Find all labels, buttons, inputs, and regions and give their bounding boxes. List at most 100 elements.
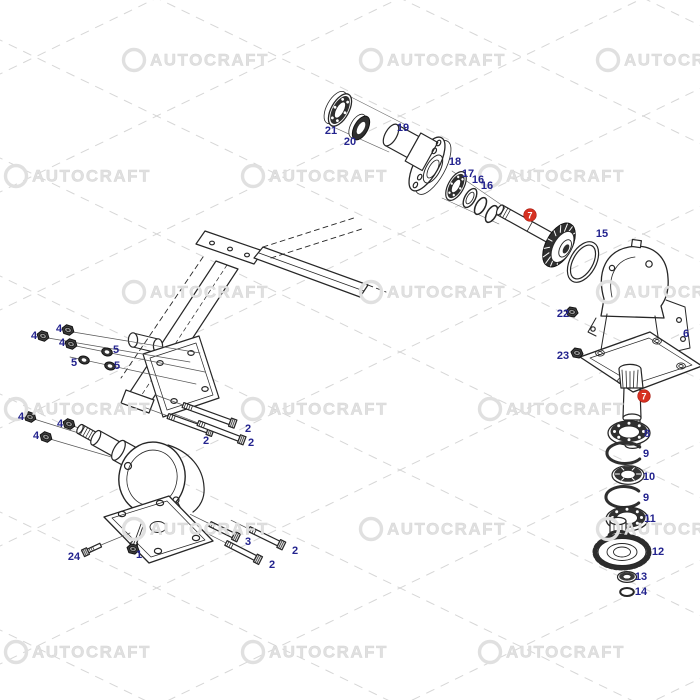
watermark-text: AUTOCRAFT — [150, 283, 269, 302]
diagram-line-art — [22, 91, 700, 597]
watermark: AUTOCRAFT — [477, 639, 625, 665]
watermark-text: AUTOCRAFT — [32, 400, 151, 419]
part-number-label: 14 — [635, 586, 648, 598]
part-number-label: 17 — [462, 168, 474, 180]
part-number-label: 4 — [57, 418, 64, 430]
ring-14-drawing — [619, 587, 635, 597]
part-number-label: 24 — [68, 551, 81, 563]
watermark-ring-icon — [240, 639, 266, 665]
lattice-line — [654, 677, 700, 700]
lattice-line — [0, 0, 641, 311]
bolts-2-upper-drawing — [143, 394, 247, 446]
watermark: AUTOCRAFT — [358, 516, 506, 542]
watermark: AUTOCRAFT — [121, 47, 269, 73]
watermark: AUTOCRAFT — [595, 279, 700, 305]
part-number-label: 21 — [325, 125, 337, 137]
part-number-label: 11 — [644, 513, 656, 525]
watermark-text: AUTOCRAFT — [624, 283, 700, 302]
watermark: AUTOCRAFT — [595, 47, 700, 73]
watermark-text: AUTOCRAFT — [506, 167, 625, 186]
watermark-text: AUTOCRAFT — [624, 51, 700, 70]
lattice-line — [0, 0, 154, 75]
watermark-text: AUTOCRAFT — [32, 167, 151, 186]
part-number-label: 3 — [245, 536, 251, 548]
crown-gear-drawing — [542, 222, 576, 268]
part-number-label: 5 — [113, 344, 119, 356]
bearing-18-drawing — [445, 171, 467, 201]
lattice-line — [0, 323, 700, 665]
watermark-ring-icon — [595, 47, 621, 73]
part-number-label: 2 — [245, 423, 251, 435]
part-number-label: 5 — [114, 360, 120, 372]
mounting-bracket-drawing — [142, 335, 220, 418]
part-number-label: 22 — [557, 308, 569, 320]
part-number-label: 4 — [59, 337, 66, 349]
part-number-label: 4 — [33, 430, 40, 442]
part-number-label: 18 — [449, 156, 461, 168]
watermark: AUTOCRAFT — [595, 516, 700, 542]
part-number-label: 19 — [397, 122, 409, 134]
watermark-ring-icon — [477, 396, 503, 422]
watermark-text: AUTOCRAFT — [387, 520, 506, 539]
snap-ring-9b-drawing — [604, 485, 641, 509]
watermark: AUTOCRAFT — [240, 639, 388, 665]
watermark-ring-icon — [121, 279, 147, 305]
part-number-label: 2 — [203, 435, 209, 447]
watermark-text: AUTOCRAFT — [624, 520, 700, 539]
part-number-label: 20 — [344, 136, 356, 148]
watermark-text: AUTOCRAFT — [506, 643, 625, 662]
red-part-marker: 7 — [523, 208, 537, 222]
watermark-text: AUTOCRAFT — [150, 520, 269, 539]
watermark-text: AUTOCRAFT — [387, 51, 506, 70]
watermark: AUTOCRAFT — [477, 396, 625, 422]
bolts-lower-drawing — [189, 514, 287, 566]
bearing-housing-19-drawing — [382, 123, 452, 195]
watermark-ring-icon — [3, 163, 29, 189]
watermark-text: AUTOCRAFT — [269, 643, 388, 662]
watermark-ring-icon — [358, 47, 384, 73]
part-number-label: 12 — [652, 546, 664, 558]
part-number-label: 13 — [635, 571, 647, 583]
washer-13-drawing — [616, 570, 638, 583]
watermark-ring-icon — [121, 47, 147, 73]
seal-ring-20-drawing — [348, 113, 371, 141]
part-number-label: 8 — [644, 428, 650, 440]
part-number-label: 16 — [472, 174, 484, 186]
watermark-text: AUTOCRAFT — [387, 283, 506, 302]
lattice-line — [0, 511, 389, 700]
watermark: AUTOCRAFT — [121, 516, 269, 542]
part-number-label: 6 — [683, 328, 689, 340]
watermark-ring-icon — [3, 639, 29, 665]
watermark-ring-icon — [358, 279, 384, 305]
watermark-text: AUTOCRAFT — [269, 400, 388, 419]
red-marker-circle-icon — [637, 389, 651, 403]
watermark-text: AUTOCRAFT — [506, 400, 625, 419]
part-number-label: 9 — [643, 448, 649, 460]
part-number-label: 2 — [292, 545, 298, 557]
watermark-text: AUTOCRAFT — [32, 643, 151, 662]
watermark: AUTOCRAFT — [358, 47, 506, 73]
part-number-label: 4 — [56, 323, 63, 335]
watermark-text: AUTOCRAFT — [269, 167, 388, 186]
part-number-label: 9 — [643, 492, 649, 504]
red-marker-number: 7 — [641, 392, 646, 402]
watermark: AUTOCRAFT — [3, 639, 151, 665]
watermark-ring-icon — [358, 516, 384, 542]
part-number-label: 5 — [71, 357, 77, 369]
part-labels-layer: 2120191817161615222368910911121314444555… — [18, 122, 689, 598]
watermark: AUTOCRAFT — [477, 163, 625, 189]
watermark-text: AUTOCRAFT — [150, 51, 269, 70]
part-number-label: 10 — [643, 471, 655, 483]
red-marker-circle-icon — [523, 208, 537, 222]
watermark: AUTOCRAFT — [358, 279, 506, 305]
bearing-21-drawing — [323, 91, 353, 127]
lattice-line — [646, 0, 700, 27]
watermark-ring-icon — [240, 163, 266, 189]
watermark: AUTOCRAFT — [3, 396, 151, 422]
watermark-layer: AUTOCRAFT AUTOCRAFT AUTOCRAFT AUTOCRAFT AUTO… — [3, 47, 700, 665]
watermark-ring-icon — [477, 639, 503, 665]
part-number-label: 1 — [136, 549, 142, 561]
watermark: AUTOCRAFT — [3, 163, 151, 189]
